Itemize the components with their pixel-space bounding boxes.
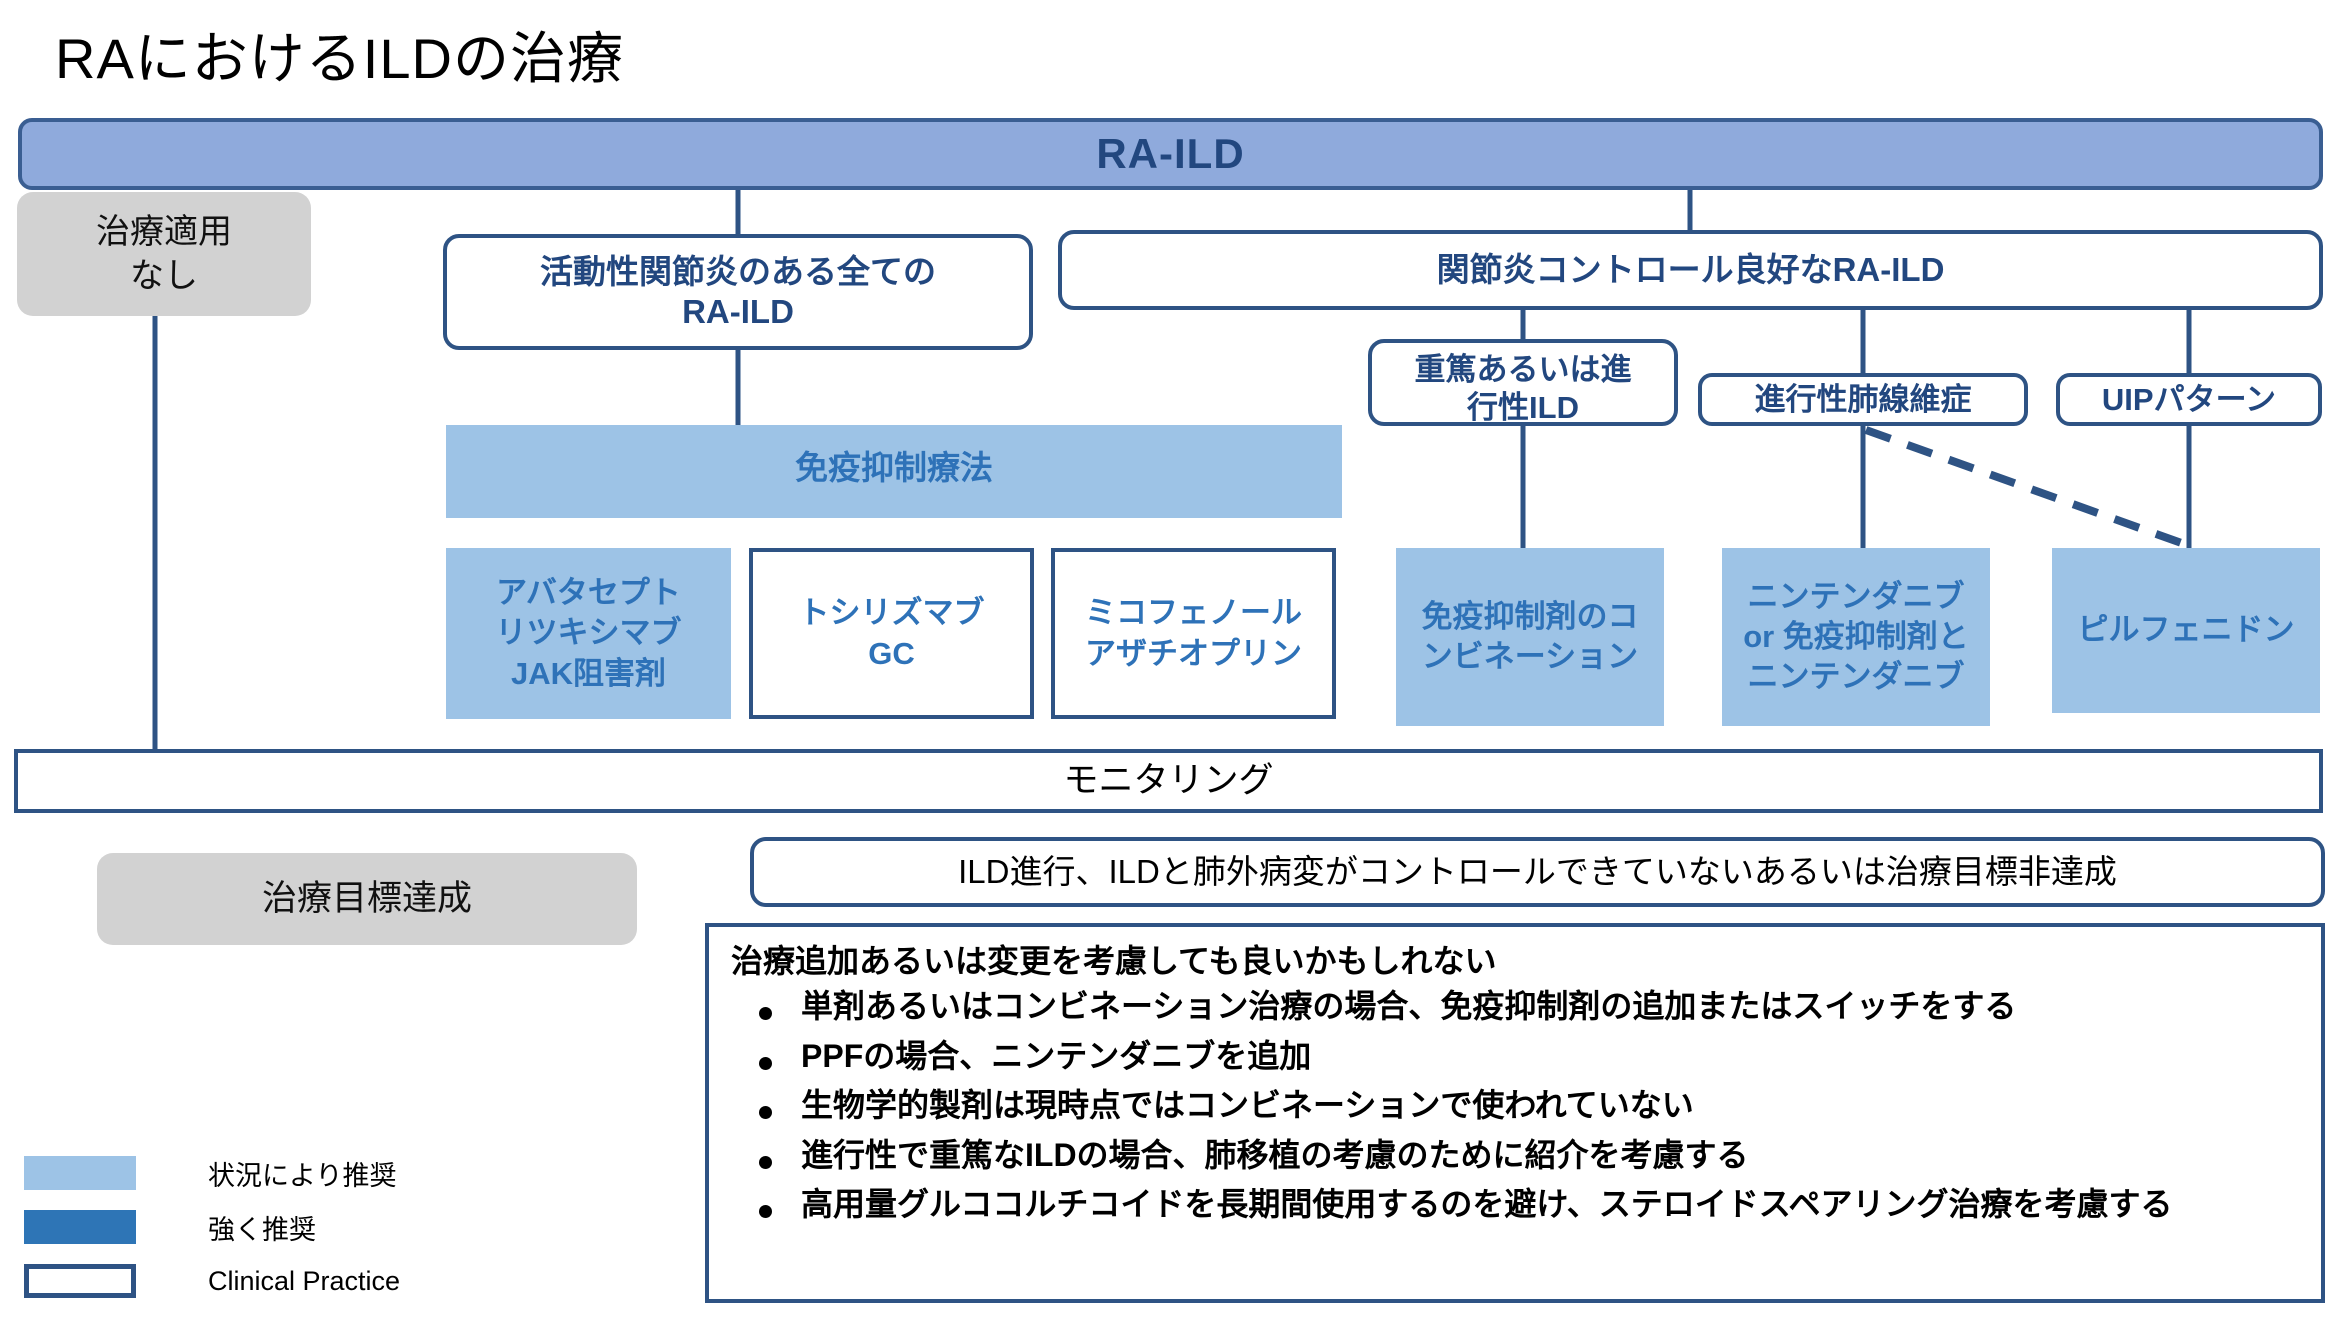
node-goal-reached[interactable]: 治療目標達成	[97, 853, 637, 945]
node-no-treatment-label: 治療適用 なし	[96, 212, 232, 295]
node-immunosuppressant-combination[interactable]: 免疫抑制剤のコ ンビネーション	[1396, 548, 1664, 726]
node-severe-ild[interactable]: 重篤あるいは進 行性ILD	[1368, 339, 1678, 426]
node-uip-pattern[interactable]: UIPパターン	[2056, 373, 2322, 426]
node-goal-reached-label: 治療目標達成	[261, 879, 472, 919]
node-tocilizumab-group-label: トシリズマブ GC	[798, 595, 985, 671]
node-uip-label: UIPパターン	[2101, 381, 2277, 417]
legend-item-strong: 強く推奨	[24, 1202, 484, 1252]
node-mycophenolate-group-label: ミコフェノール アザチオプリン	[1085, 595, 1302, 671]
node-severe-ild-label: 重篤あるいは進 行性ILD	[1414, 352, 1632, 425]
node-monitoring[interactable]: モニタリング	[14, 749, 2323, 813]
list-item: 単剤あるいはコンビネーション治療の場合、免疫抑制剤の追加またはスイッチをする	[759, 985, 2301, 1028]
legend-item-conditional: 状況により推奨	[24, 1148, 484, 1198]
node-mycophenolate-group[interactable]: ミコフェノール アザチオプリン	[1051, 548, 1336, 719]
legend-label-clinical-practice: Clinical Practice	[208, 1265, 401, 1296]
list-item: 進行性で重篤なILDの場合、肺移植の考慮のために紹介を考慮する	[759, 1134, 2301, 1177]
list-item: 生物学的製剤は現時点ではコンビネーションで使われていない	[759, 1084, 2301, 1127]
node-nintedanib-or-combination-label: ニンテンダニブ or 免疫抑制剤と ニンテンダニブ	[1743, 578, 1969, 695]
node-abatacept-group-label: アバタセプト リツキシマブ JAK阻害剤	[495, 575, 682, 691]
legend-item-clinical-practice: Clinical Practice	[24, 1256, 484, 1306]
node-progressive-pulmonary-fibrosis[interactable]: 進行性肺線維症	[1698, 373, 2028, 426]
consider-panel-heading: 治療追加あるいは変更を考慮しても良いかもしれない	[731, 943, 1497, 979]
legend-swatch-light-blue	[24, 1156, 136, 1190]
legend-label-conditional: 状況により推奨	[208, 1160, 397, 1191]
node-pirfenidone[interactable]: ピルフェニドン	[2052, 548, 2320, 713]
node-pirfenidone-label: ピルフェニドン	[2077, 612, 2295, 648]
node-no-treatment[interactable]: 治療適用 なし	[17, 192, 311, 316]
list-item: PPFの場合、ニンテンダニブを追加	[759, 1035, 2301, 1078]
consider-treatment-panel: 治療追加あるいは変更を考慮しても良いかもしれない 単剤あるいはコンビネーション治…	[705, 923, 2325, 1303]
node-immunosuppressive-therapy[interactable]: 免疫抑制療法	[446, 425, 1342, 518]
node-immunosuppressive-therapy-label: 免疫抑制療法	[795, 449, 993, 486]
node-ild-progression[interactable]: ILD進行、ILDと肺外病変がコントロールできていないあるいは治療目標非達成	[750, 837, 2325, 907]
consider-panel-list: 単剤あるいはコンビネーション治療の場合、免疫抑制剤の追加またはスイッチをする P…	[731, 985, 2301, 1226]
node-nintedanib-or-combination[interactable]: ニンテンダニブ or 免疫抑制剤と ニンテンダニブ	[1722, 548, 1990, 726]
legend-swatch-white-outline	[24, 1264, 136, 1298]
page-title: RAにおけるILDの治療	[55, 27, 624, 90]
node-immunosuppressant-combination-label: 免疫抑制剤のコ ンビネーション	[1421, 598, 1639, 674]
node-active-ra-ild-label: 活動性関節炎のある全ての RA-ILD	[540, 253, 936, 331]
node-tocilizumab-group[interactable]: トシリズマブ GC	[749, 548, 1034, 719]
banner-ra-ild: RA-ILD	[18, 118, 2323, 190]
node-controlled-ra-ild[interactable]: 関節炎コントロール良好なRA-ILD	[1058, 230, 2323, 310]
legend-label-strong: 強く推奨	[208, 1214, 316, 1245]
node-ppf-label: 進行性肺線維症	[1754, 381, 1972, 417]
node-controlled-ra-ild-label: 関節炎コントロール良好なRA-ILD	[1436, 250, 1945, 288]
node-active-ra-ild[interactable]: 活動性関節炎のある全ての RA-ILD	[443, 234, 1033, 350]
node-monitoring-label: モニタリング	[1063, 760, 1274, 800]
node-ild-progression-label: ILD進行、ILDと肺外病変がコントロールできていないあるいは治療目標非達成	[958, 852, 2117, 890]
legend: 状況により推奨 強く推奨 Clinical Practice	[24, 1148, 484, 1310]
node-abatacept-group[interactable]: アバタセプト リツキシマブ JAK阻害剤	[446, 548, 731, 719]
banner-label: RA-ILD	[1096, 130, 1245, 177]
legend-swatch-strong-blue	[24, 1210, 136, 1244]
list-item: 高用量グルココルチコイドを長期間使用するのを避け、ステロイドスペアリング治療を考…	[759, 1183, 2301, 1226]
